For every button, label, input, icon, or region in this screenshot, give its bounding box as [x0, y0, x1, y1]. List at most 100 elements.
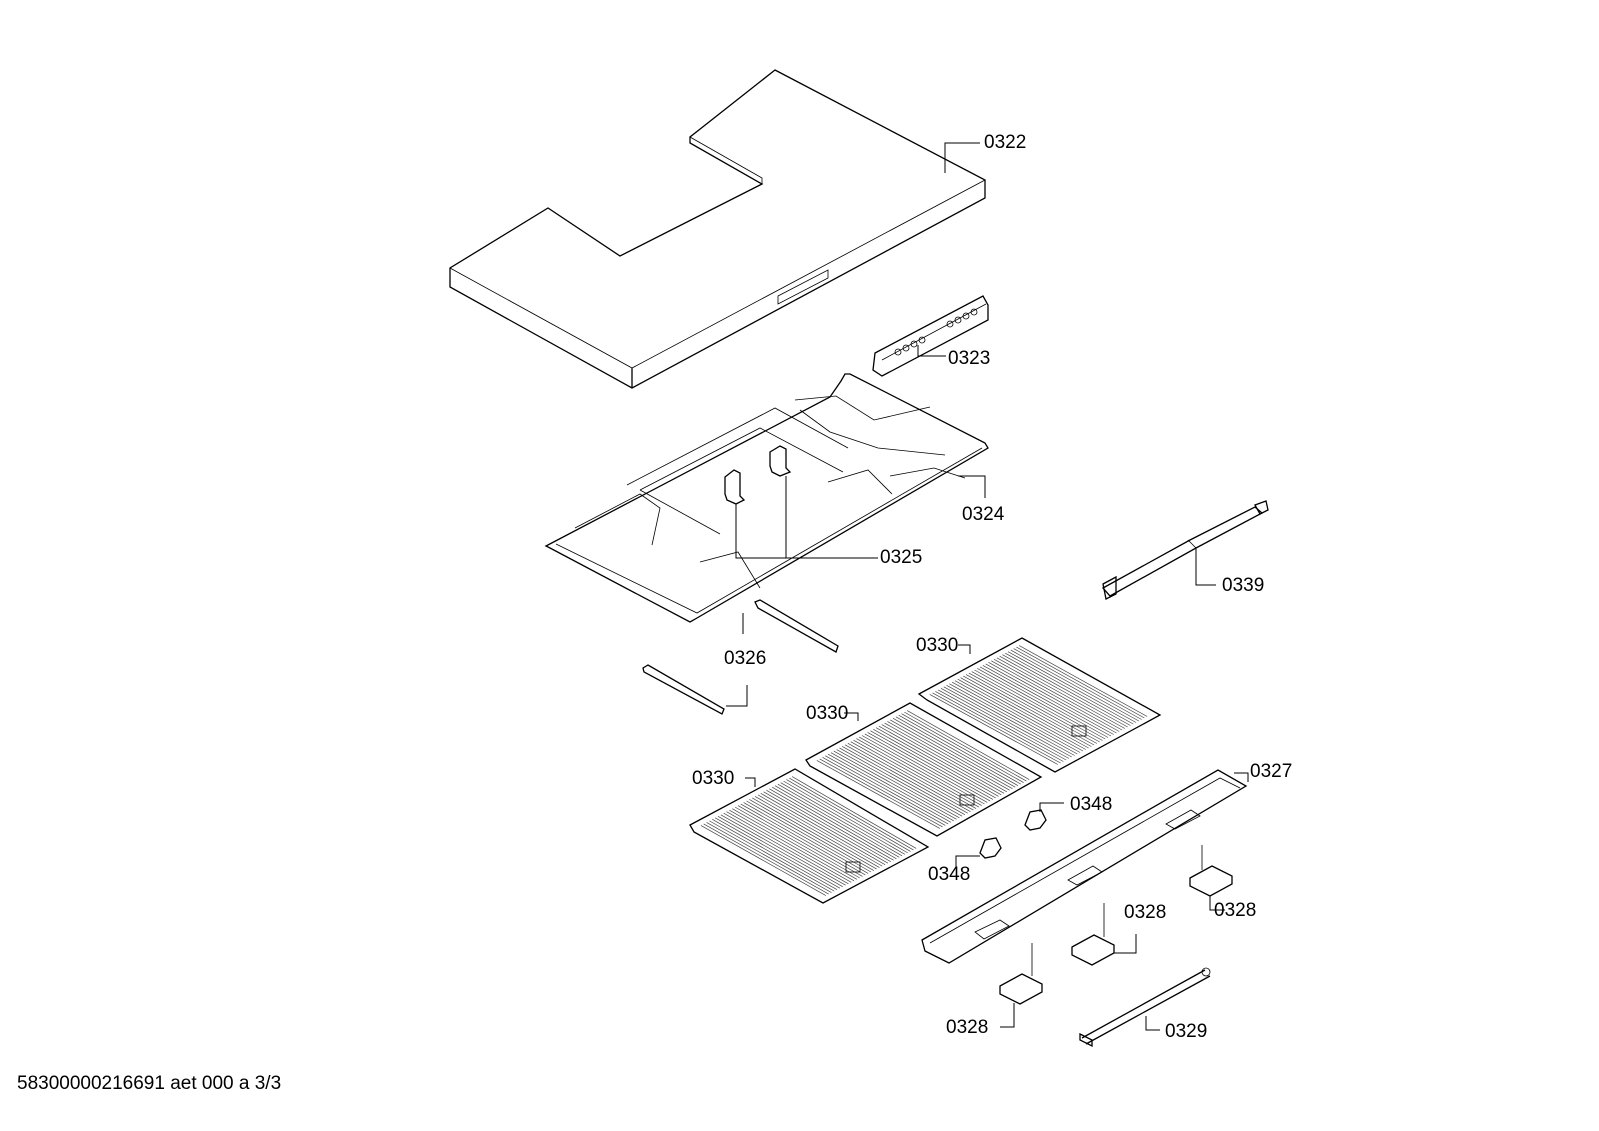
filter-mesh-line	[870, 730, 994, 800]
filter-mesh-line	[901, 713, 1024, 783]
filter-mesh-line	[726, 811, 852, 883]
filter-mesh-line	[850, 741, 974, 811]
filter-mesh-line	[940, 688, 1070, 759]
filter-mesh-line	[988, 662, 1117, 734]
filter-mesh-line	[957, 678, 1086, 750]
callout-0326[interactable]: 0326	[724, 648, 767, 669]
filter-mesh-line	[709, 820, 835, 892]
filter-mesh-line	[1013, 648, 1142, 720]
filter-mesh-line	[864, 733, 988, 803]
filter-mesh-line	[706, 822, 832, 893]
callout-0330-back[interactable]: 0330	[916, 635, 959, 656]
filter-mesh-line	[935, 691, 1064, 762]
filter-mesh-line	[737, 805, 863, 877]
callout-0328-right[interactable]: 0328	[1214, 900, 1257, 921]
callout-0339[interactable]: 0339	[1222, 575, 1265, 596]
callout-0330-middle[interactable]: 0330	[806, 703, 849, 724]
part-housing[interactable]	[544, 373, 989, 623]
part-clips[interactable]	[979, 809, 1047, 859]
callout-0348-upper[interactable]: 0348	[1070, 794, 1113, 815]
callout-0322[interactable]: 0322	[984, 132, 1027, 153]
callout-0325[interactable]: 0325	[880, 547, 923, 568]
filter-mesh-line	[890, 719, 1013, 790]
part-lamps[interactable]	[999, 845, 1233, 1005]
filter-mesh-line	[904, 711, 1027, 782]
filter-mesh-line	[700, 825, 826, 896]
part-bracket[interactable]	[724, 445, 792, 505]
filter-mesh-line	[949, 683, 1078, 755]
callout-0330-front[interactable]: 0330	[692, 768, 735, 789]
filter-mesh-line	[847, 742, 971, 812]
filter-mesh-line	[982, 665, 1112, 737]
callout-0348-lower[interactable]: 0348	[928, 864, 971, 885]
filter-mesh-line	[943, 686, 1072, 758]
part-cover[interactable]	[449, 69, 986, 389]
filter-mesh-line	[977, 668, 1106, 740]
filter-mesh-line	[946, 684, 1075, 756]
filter-mesh-line	[996, 657, 1126, 729]
part-filters[interactable]	[689, 637, 1162, 904]
filter-mesh-line	[965, 674, 1095, 746]
filter-mesh-line	[1010, 649, 1139, 722]
filter-mesh-line	[786, 779, 911, 852]
filter-mesh-line	[749, 799, 874, 871]
filter-mesh-line	[963, 675, 1092, 747]
filter-mesh-line	[830, 752, 954, 822]
part-light-panel[interactable]	[921, 769, 1248, 964]
callout-0328-left[interactable]: 0328	[946, 1017, 989, 1038]
filter-mesh-line	[932, 692, 1061, 764]
filter-mesh-line	[859, 736, 982, 806]
callout-0328-middle[interactable]: 0328	[1124, 902, 1167, 923]
filter-mesh-line	[833, 750, 957, 820]
filter-mesh-line	[777, 783, 903, 857]
filter-mesh-line	[819, 758, 943, 828]
filter-mesh-line	[789, 777, 914, 851]
filter-mesh-line	[1002, 654, 1131, 726]
part-ribbon-cable[interactable]	[1101, 500, 1269, 600]
callout-0324[interactable]: 0324	[962, 504, 1005, 525]
filter-mesh-line	[839, 747, 963, 817]
filter-mesh-line	[844, 744, 968, 814]
part-control-module[interactable]	[872, 295, 989, 377]
callout-0327[interactable]: 0327	[1250, 761, 1293, 782]
filter-mesh-line	[822, 757, 946, 826]
filter-mesh-line	[772, 786, 897, 860]
filter-mesh-line	[974, 669, 1103, 741]
filter-mesh-line	[754, 796, 880, 868]
filter-mesh-line	[816, 760, 940, 829]
filter-mesh-line	[960, 677, 1089, 749]
part-cable-harness[interactable]	[1079, 967, 1211, 1048]
filter-mesh-line	[985, 663, 1114, 735]
filter-mesh-line	[827, 753, 952, 823]
filter-mesh-line	[746, 800, 872, 873]
filter-mesh-line	[734, 806, 860, 879]
filter-mesh-line	[954, 680, 1084, 752]
filter-mesh-line	[763, 791, 889, 864]
part-rail[interactable]	[642, 599, 839, 715]
filter-mesh-line	[780, 782, 906, 855]
filter-mesh-line	[712, 819, 838, 890]
callout-0323[interactable]: 0323	[948, 348, 991, 369]
filter-mesh-line	[732, 808, 858, 880]
filter-mesh-line	[842, 746, 966, 816]
filter-mesh-line	[717, 815, 843, 888]
filter-mesh-line	[791, 776, 917, 849]
filter-mesh-line	[836, 749, 960, 819]
filter-mesh-line	[825, 755, 949, 825]
filter-mesh-line	[1019, 645, 1148, 717]
filter-mesh-line	[760, 793, 886, 865]
filter-mesh-line	[861, 735, 985, 805]
filter-mesh-line	[951, 681, 1081, 753]
filter-mesh-line	[720, 814, 846, 886]
filter-mesh-line	[892, 718, 1016, 788]
filter-mesh-line	[703, 823, 829, 895]
filter-mesh-line	[884, 722, 1008, 793]
filter-mesh-line	[993, 658, 1123, 731]
filter-mesh-line	[881, 724, 1005, 794]
filter-mesh-line	[757, 794, 883, 867]
filter-mesh-line	[887, 721, 1010, 791]
callout-0329[interactable]: 0329	[1165, 1021, 1208, 1042]
filter-mesh-line	[968, 672, 1098, 744]
filter-mesh-line	[729, 809, 855, 882]
